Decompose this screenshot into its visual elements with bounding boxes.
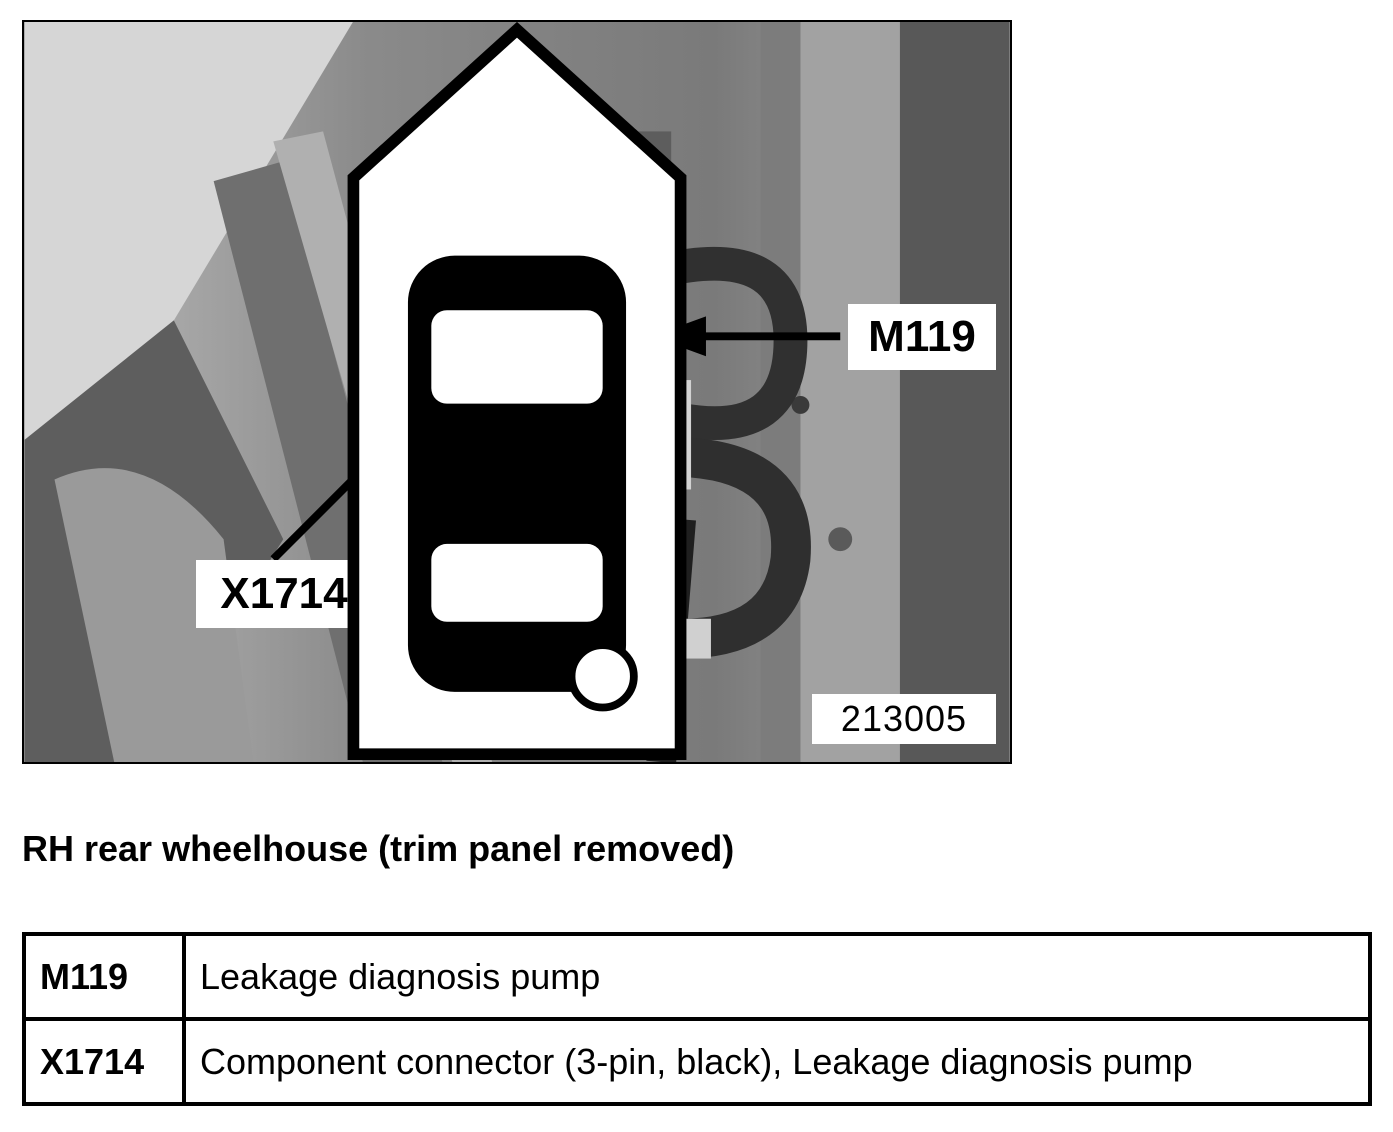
table-row: M119 Leakage diagnosis pump [22, 932, 1372, 1021]
component-legend-table: M119 Leakage diagnosis pump X1714 Compon… [22, 932, 1372, 1106]
component-description: Component connector (3-pin, black), Leak… [182, 1017, 1372, 1106]
component-code: X1714 [22, 1017, 186, 1106]
component-photo: M119 X1714 213005 [22, 20, 1012, 764]
component-description: Leakage diagnosis pump [182, 932, 1372, 1021]
figure-caption: RH rear wheelhouse (trim panel removed) [22, 828, 735, 869]
callout-x1714: X1714 [196, 560, 372, 628]
figure-reference-number: 213005 [812, 694, 996, 744]
car-top-view-icon [347, 22, 687, 761]
table-row: X1714 Component connector (3-pin, black)… [22, 1017, 1372, 1106]
component-code: M119 [22, 932, 186, 1021]
callout-m119: M119 [848, 304, 996, 370]
